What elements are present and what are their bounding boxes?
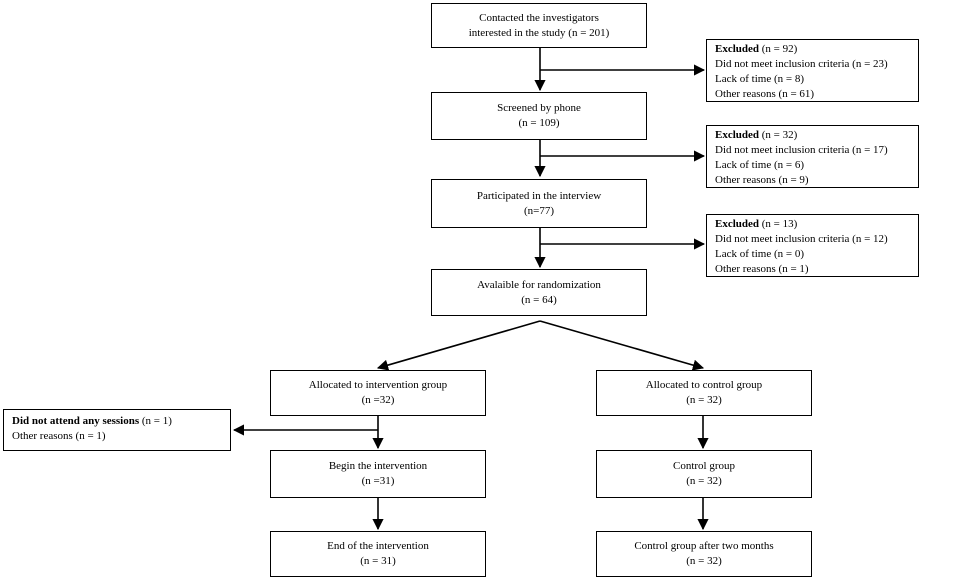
box-allocated-control: Allocated to control group (n = 32) — [596, 370, 812, 416]
box-randomization: Avalaible for randomization (n = 64) — [431, 269, 647, 316]
allocated-intervention-line1: Allocated to intervention group — [308, 379, 448, 391]
box-contacted-line1: Contacted the investigators — [479, 11, 599, 24]
control-followup-line2: (n = 32) — [686, 555, 722, 567]
box-screened: Screened by phone (n = 109) — [431, 92, 647, 140]
control-group-line2: (n = 32) — [686, 475, 722, 487]
box-begin-intervention: Begin the intervention (n =31) — [270, 450, 486, 498]
box-interview-line2: (n=77) — [523, 204, 555, 217]
box-randomization-line2: (n = 64) — [521, 293, 557, 306]
box-randomization-line1: Avalaible for randomization — [477, 278, 601, 291]
control-group-line1: Control group — [672, 460, 736, 472]
exclusion-2-inclusion: Did not meet inclusion criteria (n = 17) — [715, 144, 888, 156]
exclusion-2-count: (n = 32) — [759, 129, 798, 141]
exclusion-3-title: Excluded — [715, 218, 760, 230]
box-control-followup: Control group after two months (n = 32) — [596, 531, 812, 577]
box-exclusion-2: Excluded (n = 32) Did not meet inclusion… — [706, 125, 919, 188]
box-interview: Participated in the interview (n=77) — [431, 179, 647, 228]
exclusion-2-time: Lack of time (n = 6) — [715, 159, 804, 171]
box-exclusion-3: Excluded (n = 13) Did not meet inclusion… — [706, 214, 919, 277]
exclusion-3-count: (n = 13) — [759, 218, 798, 230]
exclusion-2-other: Other reasons (n = 9) — [715, 174, 809, 186]
allocated-control-line1: Allocated to control group — [645, 379, 763, 391]
allocated-control-line2: (n = 32) — [686, 394, 722, 406]
allocated-intervention-line2: (n =32) — [361, 394, 395, 406]
arrow-randomization-to-control — [539, 320, 705, 371]
exclusion-2-title: Excluded — [715, 129, 760, 141]
box-allocated-intervention: Allocated to intervention group (n =32) — [270, 370, 486, 416]
dropout-other: Other reasons (n = 1) — [12, 430, 106, 442]
begin-intervention-line1: Begin the intervention — [328, 460, 428, 472]
box-screened-line2: (n = 109) — [518, 117, 560, 129]
exclusion-1-title: Excluded — [715, 43, 760, 55]
end-intervention-line1: End of the intervention — [327, 540, 429, 552]
exclusion-1-inclusion: Did not meet inclusion criteria (n = 23) — [715, 58, 888, 70]
control-followup-line1: Control group after two months — [634, 540, 774, 552]
dropout-count: (n = 1) — [139, 415, 172, 427]
exclusion-3-other: Other reasons (n = 1) — [715, 263, 809, 275]
exclusion-3-inclusion: Did not meet inclusion criteria (n = 12) — [715, 233, 888, 245]
end-intervention-line2: (n = 31) — [360, 555, 396, 567]
box-control-group: Control group (n = 32) — [596, 450, 812, 498]
dropout-title: Did not attend any sessions — [12, 415, 140, 427]
box-dropout: Did not attend any sessions (n = 1) Othe… — [3, 409, 231, 451]
exclusion-1-count: (n = 92) — [759, 43, 798, 55]
box-screened-line1: Screened by phone — [497, 102, 581, 114]
box-contacted-line2: interested in the study (n = 201) — [468, 26, 610, 39]
exclusion-1-time: Lack of time (n = 8) — [715, 73, 804, 85]
box-exclusion-1: Excluded (n = 92) Did not meet inclusion… — [706, 39, 919, 102]
exclusion-1-other: Other reasons (n = 61) — [715, 88, 815, 100]
box-end-intervention: End of the intervention (n = 31) — [270, 531, 486, 577]
arrow-randomization-to-intervention — [376, 320, 541, 371]
exclusion-3-time: Lack of time (n = 0) — [715, 248, 804, 260]
box-contacted: Contacted the investigators interested i… — [431, 3, 647, 48]
box-interview-line1: Participated in the interview — [476, 189, 602, 202]
begin-intervention-line2: (n =31) — [361, 475, 395, 487]
